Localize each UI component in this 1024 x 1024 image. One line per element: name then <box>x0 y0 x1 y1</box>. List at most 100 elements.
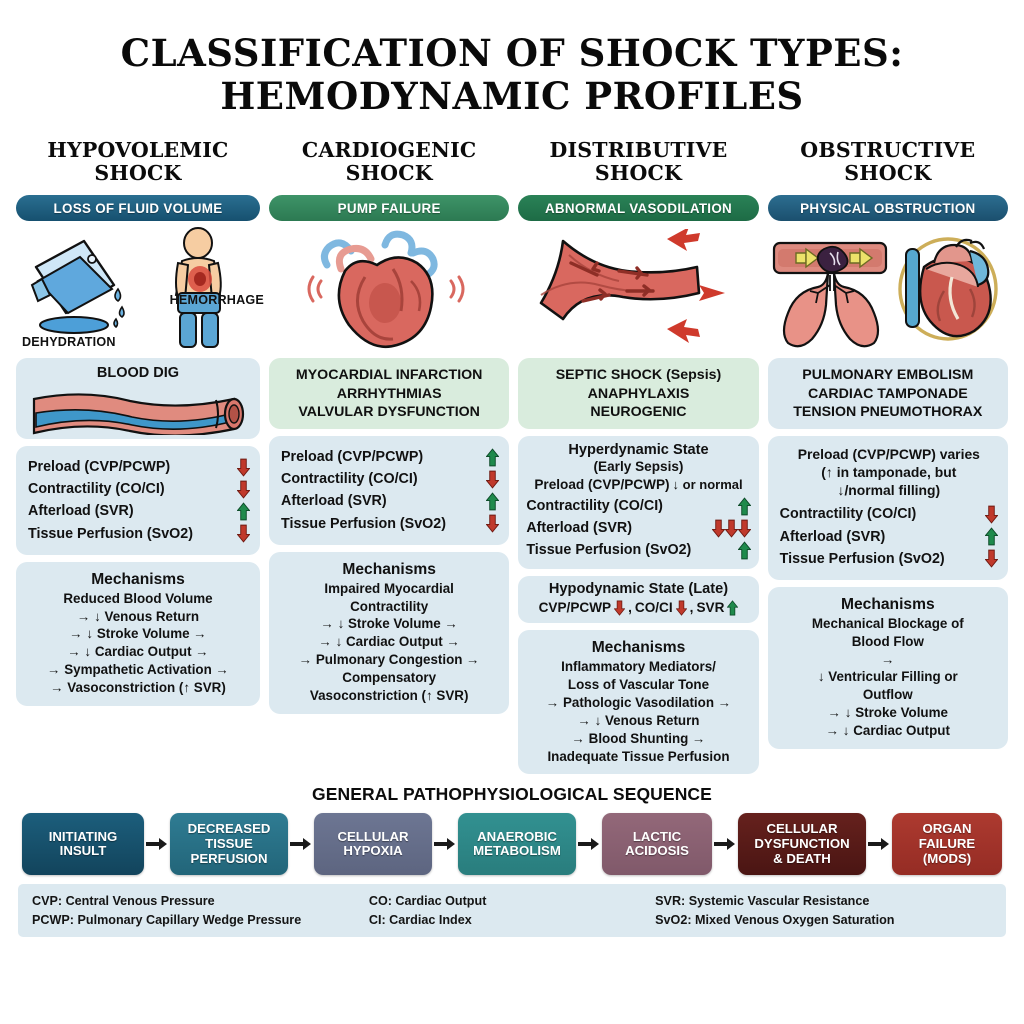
etiology-item: VALVULAR DYSFUNCTION <box>298 403 480 420</box>
etiology-box-cardiogenic: MYOCARDIAL INFARCTION ARRHYTHMIAS VALVUL… <box>269 358 510 430</box>
param-row: Afterload (SVR) <box>780 526 998 548</box>
etiology-list: MYOCARDIAL INFARCTION ARRHYTHMIAS VALVUL… <box>296 366 483 421</box>
column-cardiogenic: CARDIOGENIC SHOCK PUMP FAILURE <box>269 138 510 714</box>
arrow-down-icon <box>486 470 500 489</box>
hypodynamic-params: CVP/PCWP , CO/CI , SVR <box>526 598 750 618</box>
param-row: Tissue Perfusion (SvO2) <box>526 539 751 561</box>
illustration-cardiogenic <box>269 227 509 351</box>
mechanism-line: → ↓ Stroke Volume → <box>320 616 458 632</box>
mechanism-line: Reduced Blood Volume <box>63 590 213 606</box>
pathophysiological-sequence: INITIATING INSULT DECREASED TISSUE PERFU… <box>0 805 1024 876</box>
arrow-right-icon <box>576 835 602 853</box>
arrow-right-icon <box>866 835 892 853</box>
param-label: Contractility (CO/CI) <box>526 498 663 515</box>
column-title-line2: SHOCK <box>594 161 683 186</box>
hypodynamic-state-box: Hypodynamic State (Late) CVP/PCWP , CO/C… <box>518 575 759 624</box>
arrow-up-icon <box>737 541 751 560</box>
param-label: Afterload (SVR) <box>281 493 387 510</box>
etiology-item: NEUROGENIC <box>590 403 687 420</box>
pain-waves-icon <box>307 275 465 303</box>
param-label: CVP/PCWP <box>538 599 612 615</box>
etiology-caption-blood-dig: BLOOD DIG <box>96 365 180 382</box>
mechanism-line: Contractility <box>350 598 429 614</box>
param-label: Afterload (SVR) <box>526 520 632 537</box>
param-label: Preload (CVP/PCWP) <box>281 449 424 466</box>
title-line-1: CLASSIFICATION OF SHOCK TYPES: <box>120 31 904 75</box>
param-row: Preload (CVP/PCWP) <box>281 446 500 468</box>
hyperdynamic-heading: Hyperdynamic State (Early Sepsis) <box>526 442 750 475</box>
param-row: Tissue Perfusion (SvO2) <box>780 548 998 570</box>
mechanism-line: → Pathologic Vasodilation → <box>545 695 732 711</box>
seq-step-line: CELLULAR <box>766 821 838 837</box>
param-row: Afterload (SVR) <box>28 500 250 522</box>
seq-step-anaerobic-metabolism: ANAEROBIC METABOLISM <box>458 813 576 876</box>
mechanism-line: Loss of Vascular Tone <box>567 677 710 693</box>
iv-fluid-bag-icon <box>30 239 125 335</box>
seq-step-line: PERFUSION <box>190 850 268 866</box>
param-label: SVR <box>696 599 725 615</box>
column-title-line2: SHOCK <box>94 161 182 186</box>
etiology-item: ARRHYTHMIAS <box>336 385 442 402</box>
mechanisms-body: Inflammatory Mediators/ Loss of Vascular… <box>526 658 750 765</box>
column-hypovolemic: HYPOVOLEMIC SHOCK LOSS OF FLUID VOLUME <box>16 139 264 706</box>
banner-loss-of-fluid-volume: LOSS OF FLUID VOLUME <box>16 195 260 222</box>
param-row: Contractility (CO/CI) <box>526 495 751 517</box>
column-obstructive: OBSTRUCTIVE SHOCK PHYSICAL OBSTRUCTION <box>767 139 1008 749</box>
mechanism-line: → ↓ Cardiac Output <box>825 722 950 738</box>
obstructive-illustration-svg <box>772 237 998 348</box>
banner-physical-obstruction: PHYSICAL OBSTRUCTION <box>767 195 1008 222</box>
column-title-line1: DISTRIBUTIVE <box>549 138 728 163</box>
legend-column-3: SVR: Systemic Vascular Resistance SvO2: … <box>655 892 992 929</box>
arrow-down-icon <box>614 600 626 616</box>
column-title-line2: SHOCK <box>345 161 433 186</box>
mechanism-line: → ↓ Stroke Volume → <box>69 626 207 642</box>
mechanism-line: → ↓ Cardiac Output → <box>318 634 460 650</box>
legend-column-1: CVP: Central Venous Pressure PCWP: Pulmo… <box>32 892 369 929</box>
hyperdynamic-title: Hyperdynamic State <box>568 442 709 459</box>
mechanism-line: Outflow <box>862 687 913 703</box>
mechanisms-body: Reduced Blood Volume → ↓ Venous Return →… <box>24 590 252 697</box>
etiology-item: CARDIAC TAMPONADE <box>807 385 968 402</box>
mechanism-line: → ↓ Venous Return <box>577 712 700 728</box>
mechanisms-body: Mechanical Blockage of Blood Flow → ↓ Ve… <box>776 615 1000 740</box>
seq-step-line: ACIDOSIS <box>625 843 689 859</box>
seq-step-line: METABOLISM <box>473 843 561 859</box>
mechanism-line: → Pulmonary Congestion → <box>298 652 480 668</box>
legend-entry: PCWP: Pulmonary Capillary Wedge Pressure <box>32 912 302 927</box>
seq-step-line: INITIATING <box>48 828 118 844</box>
etiology-item: ANAPHYLAXIS <box>587 385 690 402</box>
mechanism-line: Mechanical Blockage of <box>811 615 964 631</box>
hemodynamic-params-obstructive: Preload (CVP/PCWP) varies (↑ in tamponad… <box>767 436 1008 580</box>
legend-entry: SvO2: Mixed Venous Oxygen Saturation <box>655 912 895 927</box>
column-distributive: DISTRIBUTIVE SHOCK ABNORMAL VASODILATION <box>518 138 759 775</box>
blood-vessel-icon <box>32 393 245 436</box>
seq-step-line: DECREASED <box>187 821 271 837</box>
label-dehydration: DEHYDRATION <box>22 335 116 350</box>
seq-step-line: (MODS) <box>922 850 972 866</box>
mechanisms-box-obstructive: Mechanisms Mechanical Blockage of Blood … <box>767 586 1008 749</box>
arrow-down-icon <box>486 514 500 533</box>
param-label: Tissue Perfusion (SvO2) <box>281 515 446 532</box>
seq-step-decreased-tissue-perfusion: DECREASED TISSUE PERFUSION <box>170 813 288 876</box>
column-title-line1: CARDIOGENIC <box>301 138 477 163</box>
mechanisms-title: Mechanisms <box>841 595 935 613</box>
seq-step-cellular-hypoxia: CELLULAR HYPOXIA <box>314 813 432 876</box>
seq-step-initiating-insult: INITIATING INSULT <box>22 813 144 876</box>
seq-step-line: ORGAN <box>922 821 972 837</box>
hyperdynamic-subtitle: (Early Sepsis) <box>593 459 684 475</box>
etiology-item: MYOCARDIAL INFARCTION <box>295 367 483 384</box>
param-label: Preload (CVP/PCWP) <box>28 459 171 476</box>
preload-note-line: (↑ in tamponade, but <box>821 463 957 480</box>
mechanisms-box-cardiogenic: Mechanisms Impaired Myocardial Contracti… <box>269 551 510 714</box>
column-title-hypovolemic: HYPOVOLEMIC SHOCK <box>16 139 260 189</box>
mechanism-line: Blood Flow <box>851 633 924 649</box>
legend-entry: CO: Cardiac Output <box>368 894 487 909</box>
etiology-item: SEPTIC SHOCK (Sepsis) <box>555 367 722 384</box>
param-label: Afterload (SVR) <box>28 503 134 520</box>
param-label: Preload (CVP/PCWP) <box>534 477 670 493</box>
title-line-2: HEMODYNAMIC PROFILES <box>220 73 804 118</box>
param-row: Contractility (CO/CI) <box>281 468 500 490</box>
banner-abnormal-vasodilation: ABNORMAL VASODILATION <box>518 195 759 222</box>
seq-step-line: DYSFUNCTION <box>754 836 850 852</box>
param-row: Preload (CVP/PCWP) ↓ or normal <box>526 475 750 495</box>
